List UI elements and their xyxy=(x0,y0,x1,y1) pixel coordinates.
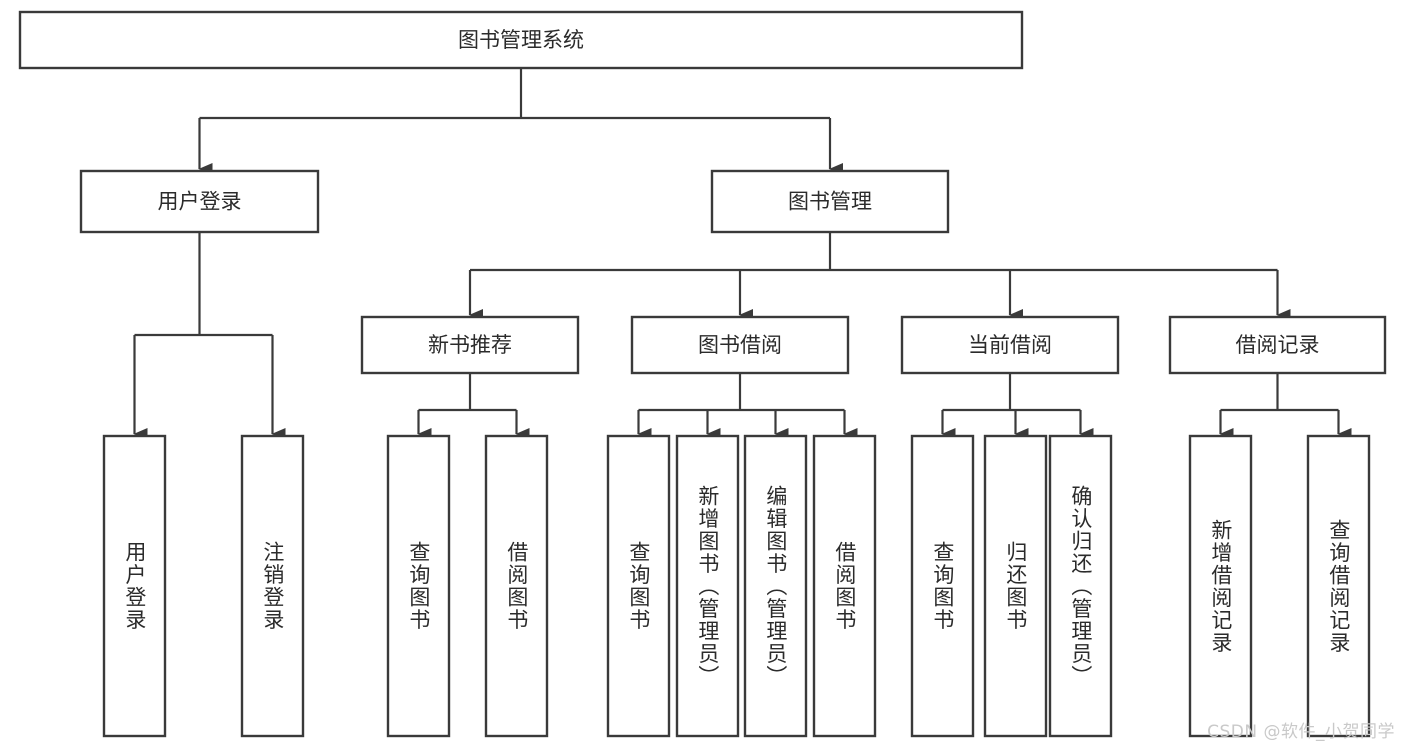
leaf-box-2[interactable] xyxy=(386,434,451,738)
leaf-box-rect xyxy=(983,434,1048,738)
level3-box-2[interactable] xyxy=(900,315,1120,375)
level3-box-label: 新书推荐 xyxy=(428,333,512,357)
level3-box-1[interactable] xyxy=(630,315,850,375)
level2-box-0[interactable] xyxy=(79,169,320,234)
leaf-box-0[interactable] xyxy=(102,434,167,738)
leaf-box-rect xyxy=(743,434,808,738)
leaf-box-rect xyxy=(1048,434,1113,738)
leaf-box-rect xyxy=(484,434,549,738)
level3-box-rect xyxy=(1168,315,1387,375)
level3-box-rect xyxy=(630,315,850,375)
root-box-rect xyxy=(18,10,1024,70)
leaf-box-12[interactable] xyxy=(1306,434,1371,738)
root-box-0[interactable] xyxy=(18,10,1024,70)
leaf-box-10[interactable] xyxy=(1048,434,1113,738)
root-box-label: 图书管理系统 xyxy=(458,28,584,52)
level3-box-label: 借阅记录 xyxy=(1236,333,1320,357)
watermark-text: CSDN @软件_小贺同学 xyxy=(1207,722,1395,742)
leaf-box-8[interactable] xyxy=(910,434,975,738)
connector-lines xyxy=(133,68,1352,440)
level2-box-1[interactable] xyxy=(710,169,950,234)
leaf-box-11[interactable] xyxy=(1188,434,1253,738)
leaf-box-1[interactable] xyxy=(240,434,305,738)
leaf-box-rect xyxy=(102,434,167,738)
level3-box-3[interactable] xyxy=(1168,315,1387,375)
leaf-box-7[interactable] xyxy=(812,434,877,738)
leaf-box-rect xyxy=(240,434,305,738)
level2-box-rect xyxy=(710,169,950,234)
leaf-box-6[interactable] xyxy=(743,434,808,738)
level2-box-rect xyxy=(79,169,320,234)
leaf-box-rect xyxy=(910,434,975,738)
leaf-box-rect xyxy=(812,434,877,738)
level3-box-label: 图书借阅 xyxy=(698,333,782,357)
level3-box-0[interactable] xyxy=(360,315,580,375)
leaf-box-rect xyxy=(1306,434,1371,738)
level3-box-rect xyxy=(900,315,1120,375)
level2-box-label: 用户登录 xyxy=(158,190,242,214)
leaf-box-4[interactable] xyxy=(606,434,671,738)
leaf-box-3[interactable] xyxy=(484,434,549,738)
leaf-box-rect xyxy=(1188,434,1253,738)
leaf-box-rect xyxy=(386,434,451,738)
level2-box-label: 图书管理 xyxy=(788,190,872,214)
level3-box-rect xyxy=(360,315,580,375)
leaf-box-9[interactable] xyxy=(983,434,1048,738)
leaf-box-rect xyxy=(675,434,740,738)
level3-box-label: 当前借阅 xyxy=(968,333,1052,357)
leaf-box-rect xyxy=(606,434,671,738)
leaf-box-5[interactable] xyxy=(675,434,740,738)
